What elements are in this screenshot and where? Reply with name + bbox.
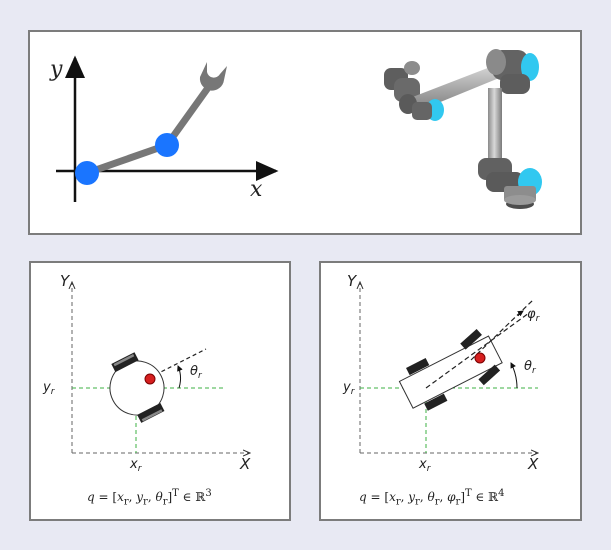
car-equation: q = [xr, yr, θr, φr]T ∈ ℝ4 [359,488,505,508]
arm-link-1 [85,141,169,177]
dd-angle-arc [177,365,183,389]
car-heading-line [425,312,530,389]
car-like-panel: Y X φr θr yr xr q = [xr, yr, θr, φr] [319,261,582,521]
dd-x-pos-label: xr [129,457,143,474]
car-like-diagram: Y X φr θr yr xr [342,272,541,474]
arm-joint-base [75,161,99,185]
diff-drive-diagram: Y X θr yr xr [42,272,251,474]
car-robot [398,328,503,411]
arm-link-2 [164,82,213,148]
car-y-pos-label: yr [342,380,356,397]
manipulator-diagram: y x [49,49,542,209]
arm-x-label: x [250,177,263,202]
dd-y-label: Y [60,272,71,290]
dd-theta-label: θr [190,364,203,381]
dd-x-label: X [239,455,251,473]
dd-y-pos-label: yr [42,380,56,397]
industrial-robot-arm [384,49,542,209]
car-x-pos-label: xr [418,457,432,474]
car-theta-label: θr [524,359,537,376]
car-x-label: X [527,455,539,473]
manipulator-panel: y x [28,30,582,235]
car-phi-label: φr [527,307,541,324]
dd-equation: q = [xr, yr, θr]T ∈ ℝ3 [87,488,212,508]
arm-gripper [199,62,227,91]
dd-robot [109,352,165,423]
arm-y-label: y [49,57,63,82]
arm-joint-elbow [155,133,179,157]
car-steer-line [470,299,534,361]
diff-drive-panel: Y X θr yr xr q = [xr, yr, θr]T ∈ ℝ3 [29,261,291,521]
car-center-point [474,352,486,364]
car-y-label: Y [347,272,358,290]
car-steer-arc [517,310,524,317]
dd-center-point [144,373,156,385]
car-heading-arc [510,362,518,389]
